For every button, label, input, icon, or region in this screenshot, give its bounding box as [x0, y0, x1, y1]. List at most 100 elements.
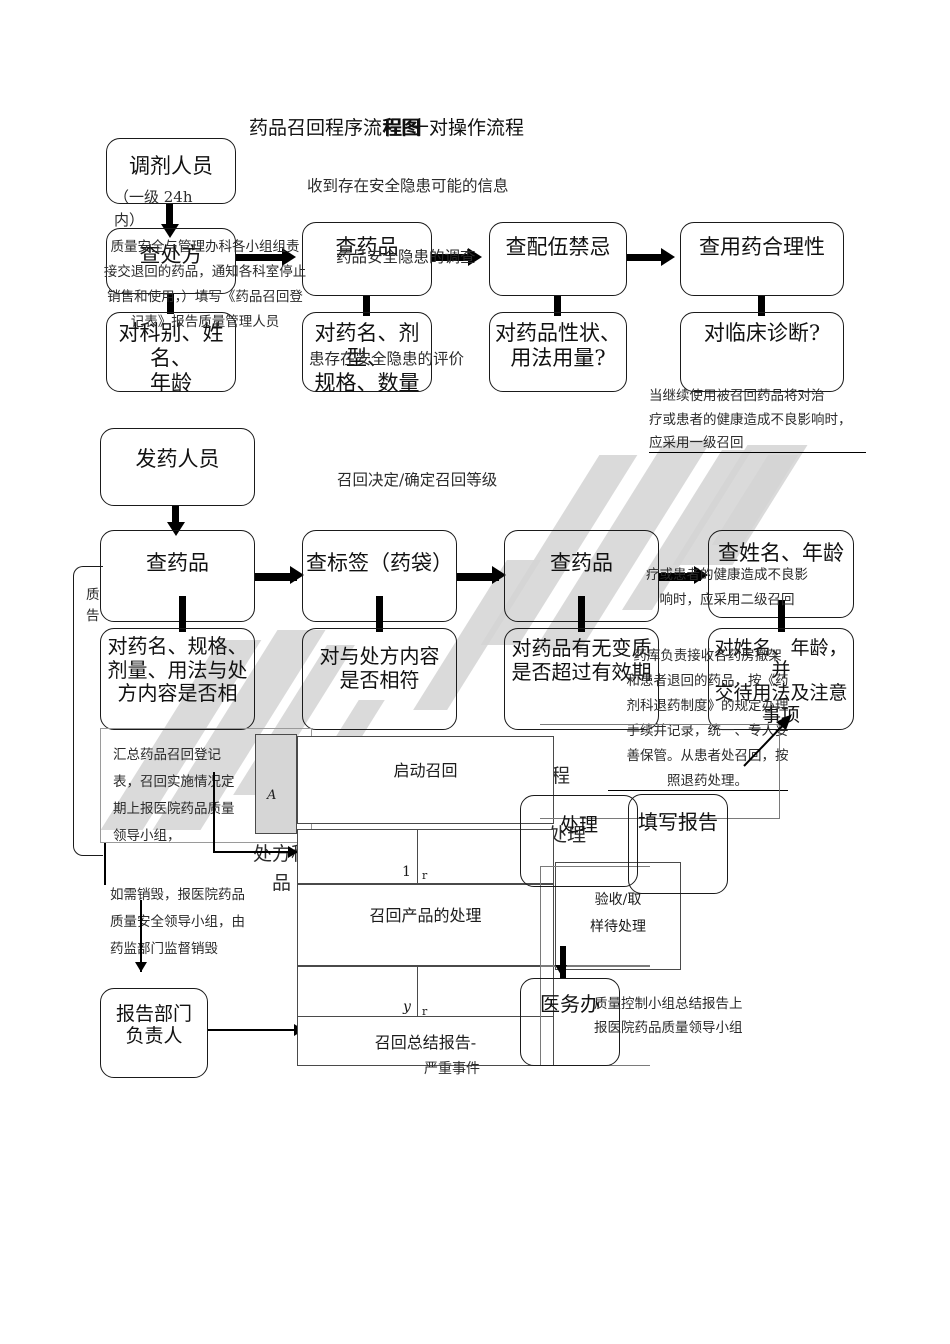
node-check-prescription-label: 查处方	[139, 243, 203, 267]
arrow-right-row1-b	[468, 248, 482, 266]
node-fill-report[interactable]: 填写报告	[628, 794, 728, 894]
connector-row1-a	[236, 254, 288, 261]
arrow-right-row1-a	[282, 248, 296, 266]
arrow-down-report-dept	[135, 962, 147, 972]
table-start-recall[interactable]: 启动召回	[297, 736, 554, 824]
overlay-dispense-note: 质量安全与管理办科各小组组责 接交退回的药品，通知各科室停止 销售和使用，）填写…	[103, 239, 307, 330]
node-check-incompatibility-sub[interactable]: 对药品性状、 用法用量?	[489, 312, 627, 392]
table-divider-2	[417, 966, 418, 1021]
overlay-level2-note: 疗或患者的健康造成不良影 响时，应采用二级召回	[646, 567, 808, 608]
connector-incompat-to-sub	[554, 296, 561, 316]
page-title-right: 十对操作流程	[410, 117, 525, 139]
node-r2-check-drug-2-sub-label: 对药品有无变质 是否超过有效期	[511, 636, 652, 684]
overlay-cheng-fragment: 程	[551, 765, 571, 787]
node-r2-check-drug-label: 查药品	[146, 551, 209, 575]
node-check-label-label: 查标签（药袋）	[306, 551, 453, 575]
table-right-frame-2	[540, 866, 650, 966]
table-marker-r1: r	[422, 869, 428, 882]
table-marker-y: y	[403, 999, 411, 1015]
table-start-recall-label: 启动召回	[393, 761, 458, 780]
node-r2-check-drug[interactable]: 查药品	[100, 530, 255, 622]
connector-left-down	[104, 843, 106, 885]
overlay-level-paren: （一级 24h 内）	[114, 188, 193, 229]
overlay-destroy-note: 如需销毁，报医院药品 质量安全领导小组，由 药监部门监督销毁	[110, 887, 245, 957]
connector-dispensing-to-prescription	[166, 204, 173, 230]
table-row-marker-1	[297, 829, 554, 884]
table-acceptance-sampling[interactable]: 验收/取 样待处理	[555, 862, 681, 970]
overlay-safety-info: 收到存在安全隐患可能的信息	[307, 177, 509, 195]
node-r2-check-drug-sub[interactable]: 对药名、规格、 剂量、用法与处 方内容是否相	[100, 628, 255, 730]
node-dispensing-staff-label: 调剂人员	[129, 154, 213, 178]
node-r2-check-drug-2[interactable]: 查药品	[504, 530, 659, 622]
table-marker-a: A	[267, 788, 277, 803]
connector-r2d-to-sub	[778, 600, 785, 632]
connector-r2b-to-sub	[376, 596, 383, 632]
connector-row2-c	[659, 573, 701, 581]
connector-to-medical-affairs	[560, 946, 566, 978]
overlay-pharmacy-note: 药库负责接收各药房撤架 和患者退回的药品，按《药 剂科退药制度》的规定办理 手续…	[626, 648, 789, 789]
node-r2-check-drug-2-sub[interactable]: 对药品有无变质 是否超过有效期	[504, 628, 659, 730]
node-report-dept-label: 报告部门 负责人	[115, 1003, 192, 1048]
node-handle[interactable]: 处理	[520, 795, 638, 887]
arrow-down-medical-affairs	[555, 965, 567, 975]
node-report-dept[interactable]: 报告部门 负责人	[100, 988, 208, 1078]
arrow-down-1	[161, 224, 179, 238]
node-check-name-age-sub-label: 对姓名、年龄，并 交待用法及注意 事项	[714, 637, 848, 727]
node-check-prescription[interactable]: 查处方	[106, 228, 236, 294]
connector-prescription-to-sub	[167, 294, 174, 314]
node-check-prescription-sub[interactable]: 对科别、姓名、 年龄	[106, 312, 236, 395]
node-check-label-sub-label: 对与处方内容 是否相符	[319, 644, 440, 692]
node-check-drug-1-sub[interactable]: 对药名、剂型、 规格、数量	[302, 312, 432, 395]
table-recall-summary-report[interactable]: 召回总结报告-	[297, 1016, 554, 1066]
table-right-frame-1	[540, 724, 780, 819]
node-medical-affairs-label: 医务办	[540, 992, 600, 1016]
diagonal-arrow-icon	[743, 714, 792, 767]
overlay-left-fragment-2: 告	[86, 608, 100, 624]
overlay-left-fragment-1: 质	[86, 587, 100, 603]
page-title-overlap: 程图	[383, 117, 422, 139]
page-title-left: 药品召回程序流程图	[249, 117, 421, 139]
node-r2-check-drug-sub-label: 对药名、规格、 剂量、用法与处 方内容是否相	[107, 634, 248, 706]
node-check-rationality[interactable]: 查用药合理性	[680, 222, 844, 296]
node-check-rationality-sub[interactable]: 对临床诊断?	[680, 312, 844, 392]
connector-to-report-dept	[140, 900, 142, 972]
node-check-drug-1[interactable]: 查药品	[302, 222, 432, 296]
overlay-evaluation: 患存在安全隐患的评价	[309, 350, 465, 368]
node-check-incompatibility-sub-label: 对药品性状、 用法用量?	[495, 321, 621, 370]
node-check-incompatibility[interactable]: 查配伍禁忌	[489, 222, 627, 296]
table-divider-1	[417, 829, 418, 884]
connector-r2a-to-sub	[179, 596, 186, 632]
overlay-severe-event: 严重事件	[424, 1061, 480, 1077]
node-check-incompatibility-label: 查配伍禁忌	[505, 235, 611, 259]
connector-dispenser-down	[172, 506, 179, 530]
node-check-drug-1-label: 查药品	[335, 235, 399, 259]
node-dispenser-staff[interactable]: 发药人员	[100, 428, 255, 506]
node-r2-check-drug-2-label: 查药品	[550, 551, 613, 575]
table-recall-summary-report-label: 召回总结报告-	[374, 1033, 477, 1052]
connector-destroy-h	[213, 851, 297, 853]
node-dispenser-staff-label: 发药人员	[135, 447, 220, 471]
node-medical-affairs[interactable]: 医务办	[520, 978, 620, 1066]
table-recall-product-handling[interactable]: 召回产品的处理	[297, 884, 554, 966]
node-check-label-sub[interactable]: 对与处方内容 是否相符	[302, 628, 457, 730]
table-acceptance-sampling-label: 验收/取 样待处理	[590, 892, 646, 935]
connector-rationality-to-sub	[758, 296, 765, 316]
arrow-right-row2-c	[694, 566, 708, 584]
node-check-name-age-sub[interactable]: 对姓名、年龄，并 交待用法及注意 事项	[708, 628, 854, 730]
arrow-right-row1-c	[661, 248, 675, 266]
node-check-name-age-label: 查姓名、年龄	[718, 541, 844, 565]
node-check-drug-1-sub-label: 对药名、剂型、 规格、数量	[314, 321, 420, 395]
node-check-rationality-label: 查用药合理性	[699, 235, 825, 259]
node-check-rationality-sub-label: 对临床诊断?	[703, 321, 821, 345]
overlay-summary-note: 汇总药品召回登记 表，召回实施情况定 期上报医院药品质量 领导小组，	[113, 747, 235, 844]
table-col-marker-a	[255, 734, 297, 834]
arrow-down-2	[167, 522, 185, 536]
node-fill-report-label: 填写报告	[638, 810, 718, 834]
overlay-qc-note: 质量控制小组总结报告上 报医院药品质量领导小组	[594, 996, 743, 1037]
bracket-left-outer	[73, 566, 103, 856]
connector-report-to-summary	[208, 1029, 303, 1031]
arrow-right-row2-b	[492, 566, 506, 584]
connector-drug1-to-sub	[363, 296, 370, 316]
node-dispensing-staff[interactable]: 调剂人员	[106, 138, 236, 204]
